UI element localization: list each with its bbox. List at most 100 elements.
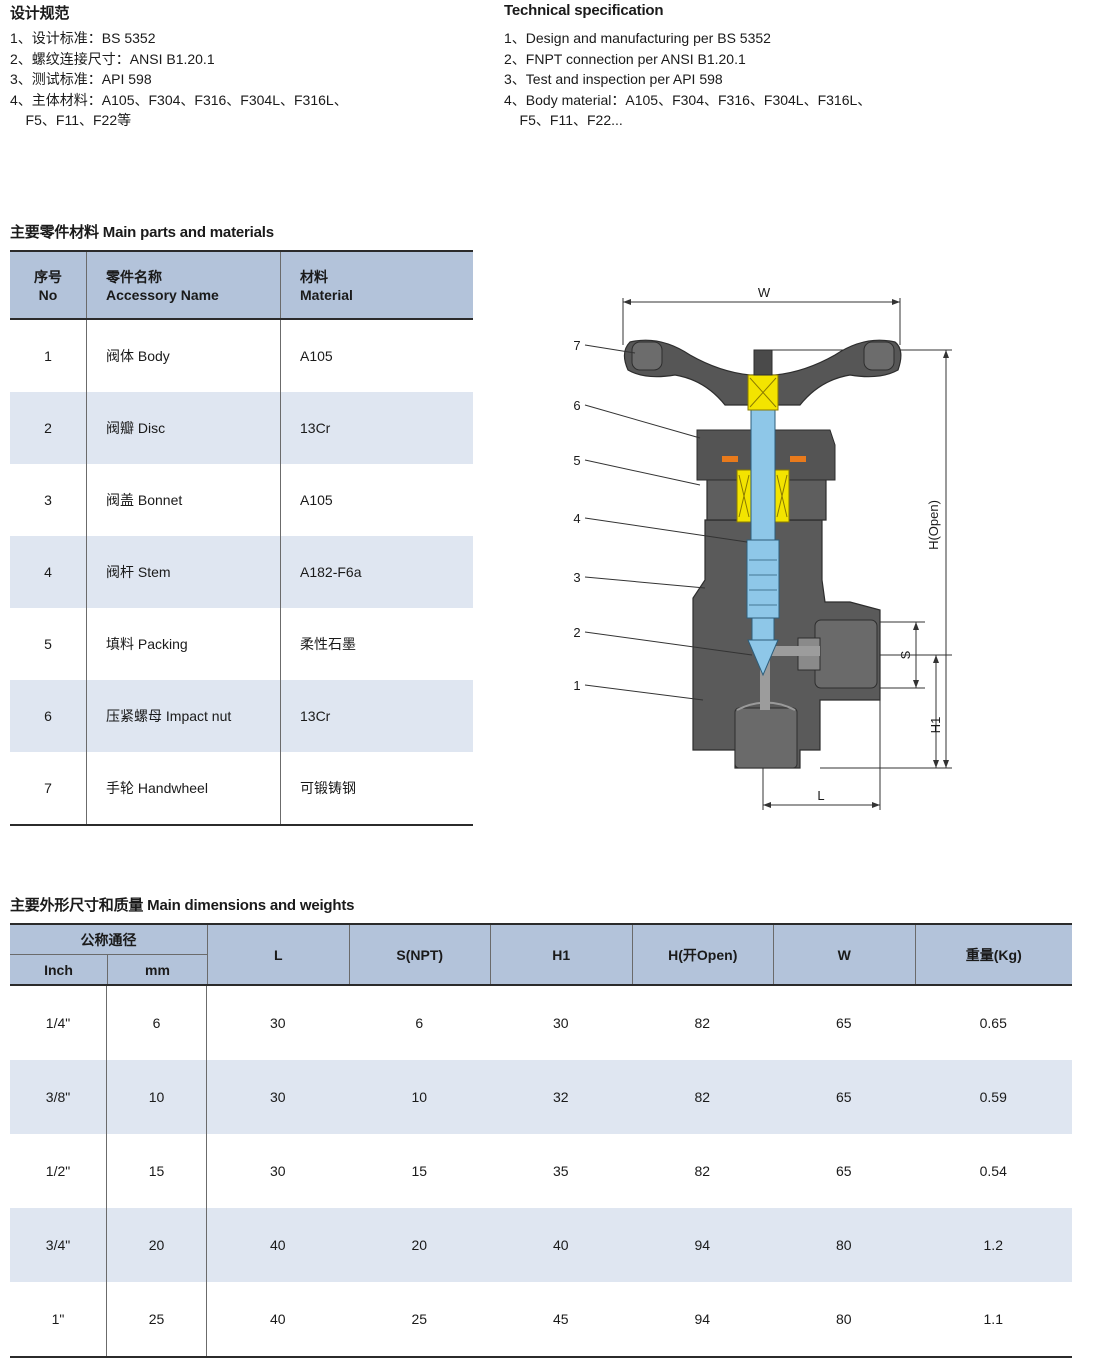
dimension-w: W — [622, 285, 901, 345]
table-row: 3 阀盖 Bonnet A105 — [10, 464, 473, 536]
header-weight: 重量(Kg) — [965, 946, 1022, 963]
part-name: 阀杆 Stem — [87, 536, 281, 608]
dim-w-label: W — [758, 285, 771, 300]
table-row: 2 阀瓣 Disc 13Cr — [10, 392, 473, 464]
callout-7: 7 — [573, 338, 580, 353]
cell-w: 65 — [835, 1089, 852, 1105]
dims-title: 主要外形尺寸和质量 Main dimensions and weights — [10, 897, 355, 914]
dims-table: 公称通径 Inch mm L S(NPT) H1 H(开Open) W 重量(K… — [10, 923, 1072, 1358]
part-no: 4 — [10, 536, 87, 608]
cell-h1: 30 — [552, 1015, 569, 1031]
part-material: A105 — [300, 492, 333, 508]
cell-w: 80 — [835, 1311, 852, 1327]
header-name-en: Accessory Name — [106, 287, 219, 303]
dim-h-label: H(Open) — [926, 500, 941, 550]
cell-h1: 32 — [552, 1089, 569, 1105]
spec-en-line: 4、Body material：A105、F304、F316、F304L、F31… — [504, 91, 872, 108]
callout-6: 6 — [573, 398, 580, 413]
callout-5: 5 — [573, 453, 580, 468]
part-material: 可锻铸钢 — [300, 780, 356, 796]
table-rule — [10, 824, 473, 826]
part-name: 阀瓣 Disc — [87, 392, 281, 464]
part-name: 压紧螺母 Impact nut — [87, 680, 281, 752]
cell-mm: 10 — [107, 1060, 207, 1134]
cell-h1: 45 — [552, 1311, 569, 1327]
part-name: 阀盖 Bonnet — [87, 464, 281, 536]
cell-l: 40 — [269, 1311, 286, 1327]
cell-inch: 3/8" — [10, 1060, 107, 1134]
spec-cn-line: F5、F11、F22等 — [10, 112, 132, 128]
spec-en-line: F5、F11、F22... — [504, 112, 623, 128]
cell-s: 20 — [411, 1237, 428, 1253]
table-row: 1" 25 40 25 45 94 80 1.1 — [10, 1282, 1072, 1356]
header-no-cn: 序号 — [34, 269, 62, 285]
spec-cn-line: 1、设计标准：BS 5352 — [10, 30, 156, 46]
cell-weight: 0.59 — [979, 1089, 1007, 1105]
part-material: 13Cr — [300, 420, 331, 436]
header-mat-cn: 材料 — [300, 269, 328, 285]
part-material: 柔性石墨 — [300, 636, 356, 652]
spec-cn-list: 1、设计标准：BS 5352 2、螺纹连接尺寸：ANSI B1.20.1 3、测… — [10, 28, 348, 131]
table-row: 1/2" 15 30 15 35 82 65 0.54 — [10, 1134, 1072, 1208]
part-material: 13Cr — [300, 708, 331, 724]
spec-en-list: 1、Design and manufacturing per BS 5352 2… — [504, 28, 871, 131]
cell-inch: 1" — [10, 1282, 107, 1356]
part-name: 阀体 Body — [87, 320, 281, 392]
cell-weight: 0.54 — [979, 1163, 1007, 1179]
spec-cn-line: 4、主体材料：A105、F304、F316、F304L、F316L、 — [10, 91, 348, 108]
cell-h1: 35 — [552, 1163, 569, 1179]
cell-w: 65 — [835, 1163, 852, 1179]
spec-cn-title: 设计规范 — [10, 5, 70, 22]
header-h1: H1 — [491, 925, 633, 984]
handwheel — [623, 339, 902, 411]
cell-s: 25 — [411, 1311, 428, 1327]
header-w: W — [774, 925, 916, 984]
cell-h: 82 — [694, 1163, 711, 1179]
dim-h1-label: H1 — [928, 717, 943, 734]
callout-4: 4 — [573, 511, 580, 526]
cell-w: 65 — [835, 1015, 852, 1031]
cell-h: 82 — [694, 1089, 711, 1105]
table-row: 5 填料 Packing 柔性石墨 — [10, 608, 473, 680]
callout-2: 2 — [573, 625, 580, 640]
cell-h: 82 — [694, 1015, 711, 1031]
callouts: 7 6 5 4 3 2 1 — [573, 338, 753, 701]
cell-h: 94 — [694, 1311, 711, 1327]
cell-inch: 3/4" — [10, 1208, 107, 1282]
cell-mm: 6 — [107, 986, 207, 1060]
part-name: 填料 Packing — [87, 608, 281, 680]
callout-1: 1 — [573, 678, 580, 693]
cell-w: 80 — [835, 1237, 852, 1253]
part-no: 6 — [10, 680, 87, 752]
table-row: 3/4" 20 40 20 40 94 80 1.2 — [10, 1208, 1072, 1282]
header-l: L — [208, 925, 350, 984]
header-group-label: 公称通径 — [10, 925, 207, 955]
part-material: A105 — [300, 348, 333, 364]
cell-weight: 1.1 — [983, 1311, 1003, 1327]
cell-weight: 1.2 — [983, 1237, 1003, 1253]
valve-diagram: W H(Open) S H1 L — [573, 285, 952, 810]
table-rule — [10, 923, 1072, 925]
cell-inch: 1/4" — [10, 986, 107, 1060]
cell-mm: 15 — [107, 1134, 207, 1208]
part-name: 手轮 Handwheel — [87, 752, 281, 824]
part-no: 1 — [10, 320, 87, 392]
cell-mm: 20 — [107, 1208, 207, 1282]
cell-s: 6 — [415, 1015, 424, 1031]
header-s: S(NPT) — [350, 925, 491, 984]
table-row: 3/8" 10 30 10 32 82 65 0.59 — [10, 1060, 1072, 1134]
cell-l: 30 — [269, 1163, 286, 1179]
cell-mm: 25 — [107, 1282, 207, 1356]
table-row: 1/4" 6 30 6 30 82 65 0.65 — [10, 986, 1072, 1060]
parts-title: 主要零件材料 Main parts and materials — [10, 224, 274, 241]
table-rule — [10, 250, 473, 252]
table-row: 4 阀杆 Stem A182-F6a — [10, 536, 473, 608]
header-inch: Inch — [10, 955, 108, 984]
cell-l: 30 — [269, 1089, 286, 1105]
cell-weight: 0.65 — [979, 1015, 1007, 1031]
part-no: 7 — [10, 752, 87, 824]
header-mat-en: Material — [300, 287, 353, 303]
table-rule — [10, 1356, 1072, 1358]
